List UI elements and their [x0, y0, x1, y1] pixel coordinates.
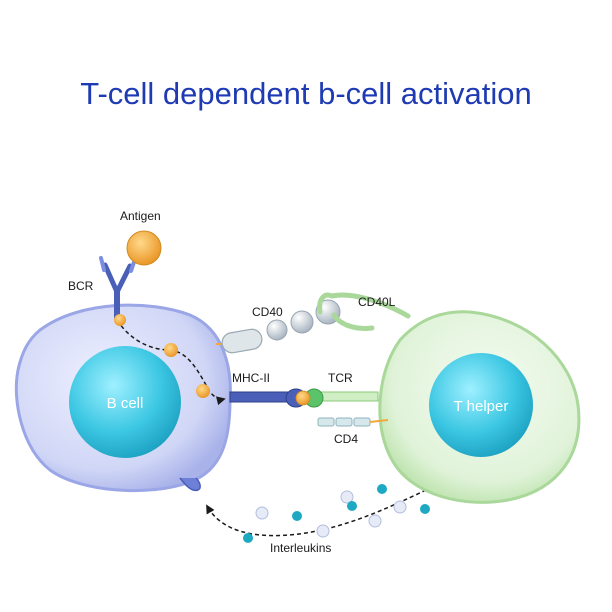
tcr-label: TCR — [328, 371, 353, 385]
cd40l-arm — [331, 312, 375, 331]
interleukin-particles — [243, 484, 430, 543]
cd4-label: CD4 — [334, 432, 358, 446]
t-helper-nucleus — [429, 353, 533, 457]
interleukin-particle — [243, 533, 253, 543]
interleukin-particle — [316, 524, 330, 538]
t-helper-cell: T helper — [378, 310, 581, 504]
presented-antigen — [295, 390, 311, 406]
interleukin-particle — [340, 490, 354, 504]
mhc2-complex — [229, 388, 307, 408]
antigen-fragment — [114, 314, 126, 326]
interleukin-particle — [255, 506, 269, 520]
b-cell: B cell — [14, 303, 232, 493]
interleukin-arrow — [206, 489, 427, 537]
mhc2-label: MHC-II — [232, 371, 270, 385]
b-cell-nucleus — [69, 346, 181, 458]
antigen-fragment — [196, 384, 210, 398]
antigen-processing-path — [116, 319, 226, 406]
cd4-coreceptor — [317, 417, 389, 427]
b-cell-label: B cell — [107, 395, 144, 412]
cd40-receptor — [216, 299, 341, 354]
antigen-label: Antigen — [120, 209, 161, 223]
cd40-label: CD40 — [252, 305, 283, 319]
interleukin-particle — [377, 484, 387, 494]
cd40l-ligand — [317, 292, 411, 319]
antigen-fragment — [164, 343, 178, 357]
tcr-complex — [304, 388, 379, 408]
bcr-label: BCR — [68, 279, 94, 293]
interleukin-particle — [347, 501, 357, 511]
interleukin-particle — [368, 514, 382, 528]
interleukin-particle — [420, 504, 430, 514]
page-title: T-cell dependent b-cell activation — [80, 76, 531, 111]
interleukin-particle — [393, 500, 407, 514]
t-helper-label: T helper — [454, 398, 509, 415]
interleukins-label: Interleukins — [270, 541, 331, 555]
cd40l-label: CD40L — [358, 295, 396, 309]
b-cell-membrane-pore — [179, 477, 201, 492]
antigen-sphere — [126, 230, 162, 266]
interleukin-particle — [292, 511, 302, 521]
